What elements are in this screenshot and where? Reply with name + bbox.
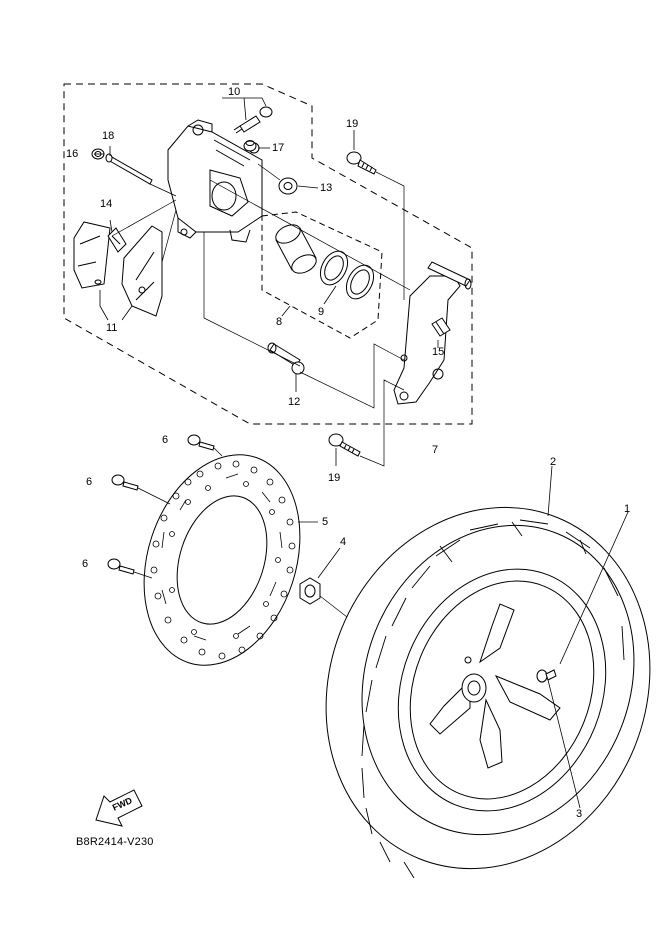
callout-14: 14 bbox=[100, 198, 113, 210]
pad-pin bbox=[105, 153, 153, 185]
fwd-arrow-icon bbox=[95, 789, 143, 827]
disc-bolt-leaders bbox=[133, 447, 223, 579]
callout-19-lower: 19 bbox=[328, 472, 341, 484]
piston-seal-boundary bbox=[261, 211, 383, 339]
drawing-code: B8R2414-V230 bbox=[76, 836, 154, 848]
callout-4: 4 bbox=[340, 536, 347, 548]
brake-pad-outer bbox=[121, 225, 163, 317]
piston-seals bbox=[319, 250, 375, 300]
bracket-bolt-lower bbox=[328, 433, 361, 457]
disc-bolt-middle bbox=[111, 474, 139, 491]
callout-6-upper: 6 bbox=[162, 434, 169, 446]
callout-15: 15 bbox=[432, 346, 445, 358]
pad-retainer bbox=[431, 317, 451, 337]
callout-6-lower: 6 bbox=[82, 558, 89, 570]
brake-disc bbox=[143, 454, 301, 666]
bracket-bolt-upper bbox=[346, 151, 377, 175]
callout-12: 12 bbox=[288, 396, 301, 408]
front-wheel bbox=[397, 568, 607, 812]
caliper-piston bbox=[275, 224, 317, 274]
pin-boot bbox=[278, 177, 298, 195]
callout-19-upper: 19 bbox=[346, 118, 359, 130]
bleed-cap bbox=[243, 140, 257, 152]
callout-9: 9 bbox=[318, 306, 325, 318]
callout-17: 17 bbox=[272, 142, 285, 154]
axle-nut bbox=[299, 577, 357, 625]
callout-3: 3 bbox=[576, 808, 583, 820]
callout-1: 1 bbox=[624, 503, 631, 515]
callout-11: 11 bbox=[106, 322, 118, 334]
callout-10: 10 bbox=[228, 86, 241, 98]
caliper-bracket bbox=[393, 261, 472, 405]
brake-pad-inner bbox=[73, 221, 111, 289]
callout-13: 13 bbox=[320, 182, 333, 194]
callout-18: 18 bbox=[102, 130, 115, 142]
caliper-assembly-boundary bbox=[63, 83, 473, 425]
air-valve bbox=[536, 669, 557, 683]
caliper-body bbox=[167, 119, 263, 243]
disc-bolt-upper bbox=[187, 434, 215, 451]
callout-16: 16 bbox=[66, 148, 79, 160]
callout-8: 8 bbox=[276, 316, 283, 328]
bleed-screw bbox=[233, 106, 273, 134]
callout-leaders bbox=[94, 97, 629, 809]
callout-5: 5 bbox=[322, 516, 329, 528]
callout-7: 7 bbox=[432, 444, 439, 456]
pad-spring bbox=[107, 227, 127, 253]
alignment-lines bbox=[111, 163, 411, 467]
caliper-pin-bolt bbox=[267, 342, 305, 375]
disc-bolt-lower bbox=[107, 558, 135, 575]
callout-6-middle: 6 bbox=[86, 476, 93, 488]
callout-2: 2 bbox=[550, 456, 557, 468]
